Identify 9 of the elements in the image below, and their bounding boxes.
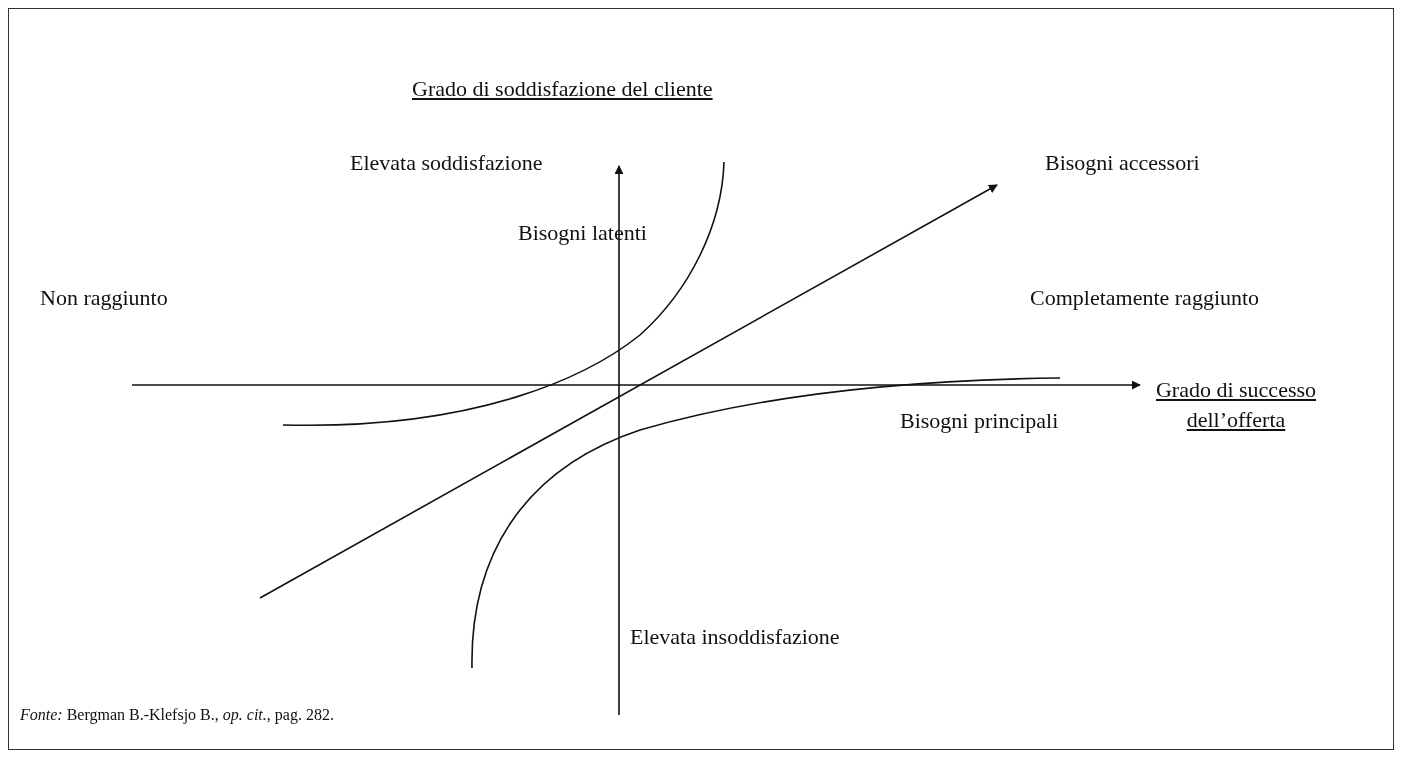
- curve-label: Bisogni principali: [900, 408, 1059, 435]
- curve-label: Bisogni accessori: [1045, 150, 1200, 177]
- axis-title: Grado di soddisfazione del cliente: [412, 76, 713, 103]
- axis-label: Elevata soddisfazione: [350, 150, 543, 177]
- axis-label: Non raggiunto: [40, 285, 168, 312]
- axis-title: Grado di successo dell’offerta: [1154, 376, 1318, 434]
- axis-label: Elevata insoddisfazione: [630, 624, 840, 651]
- source-note: Fonte: Bergman B.-Klefsjo B., op. cit., pag. 282.: [20, 705, 334, 725]
- axis-label: Completamente raggiunto: [1030, 285, 1260, 312]
